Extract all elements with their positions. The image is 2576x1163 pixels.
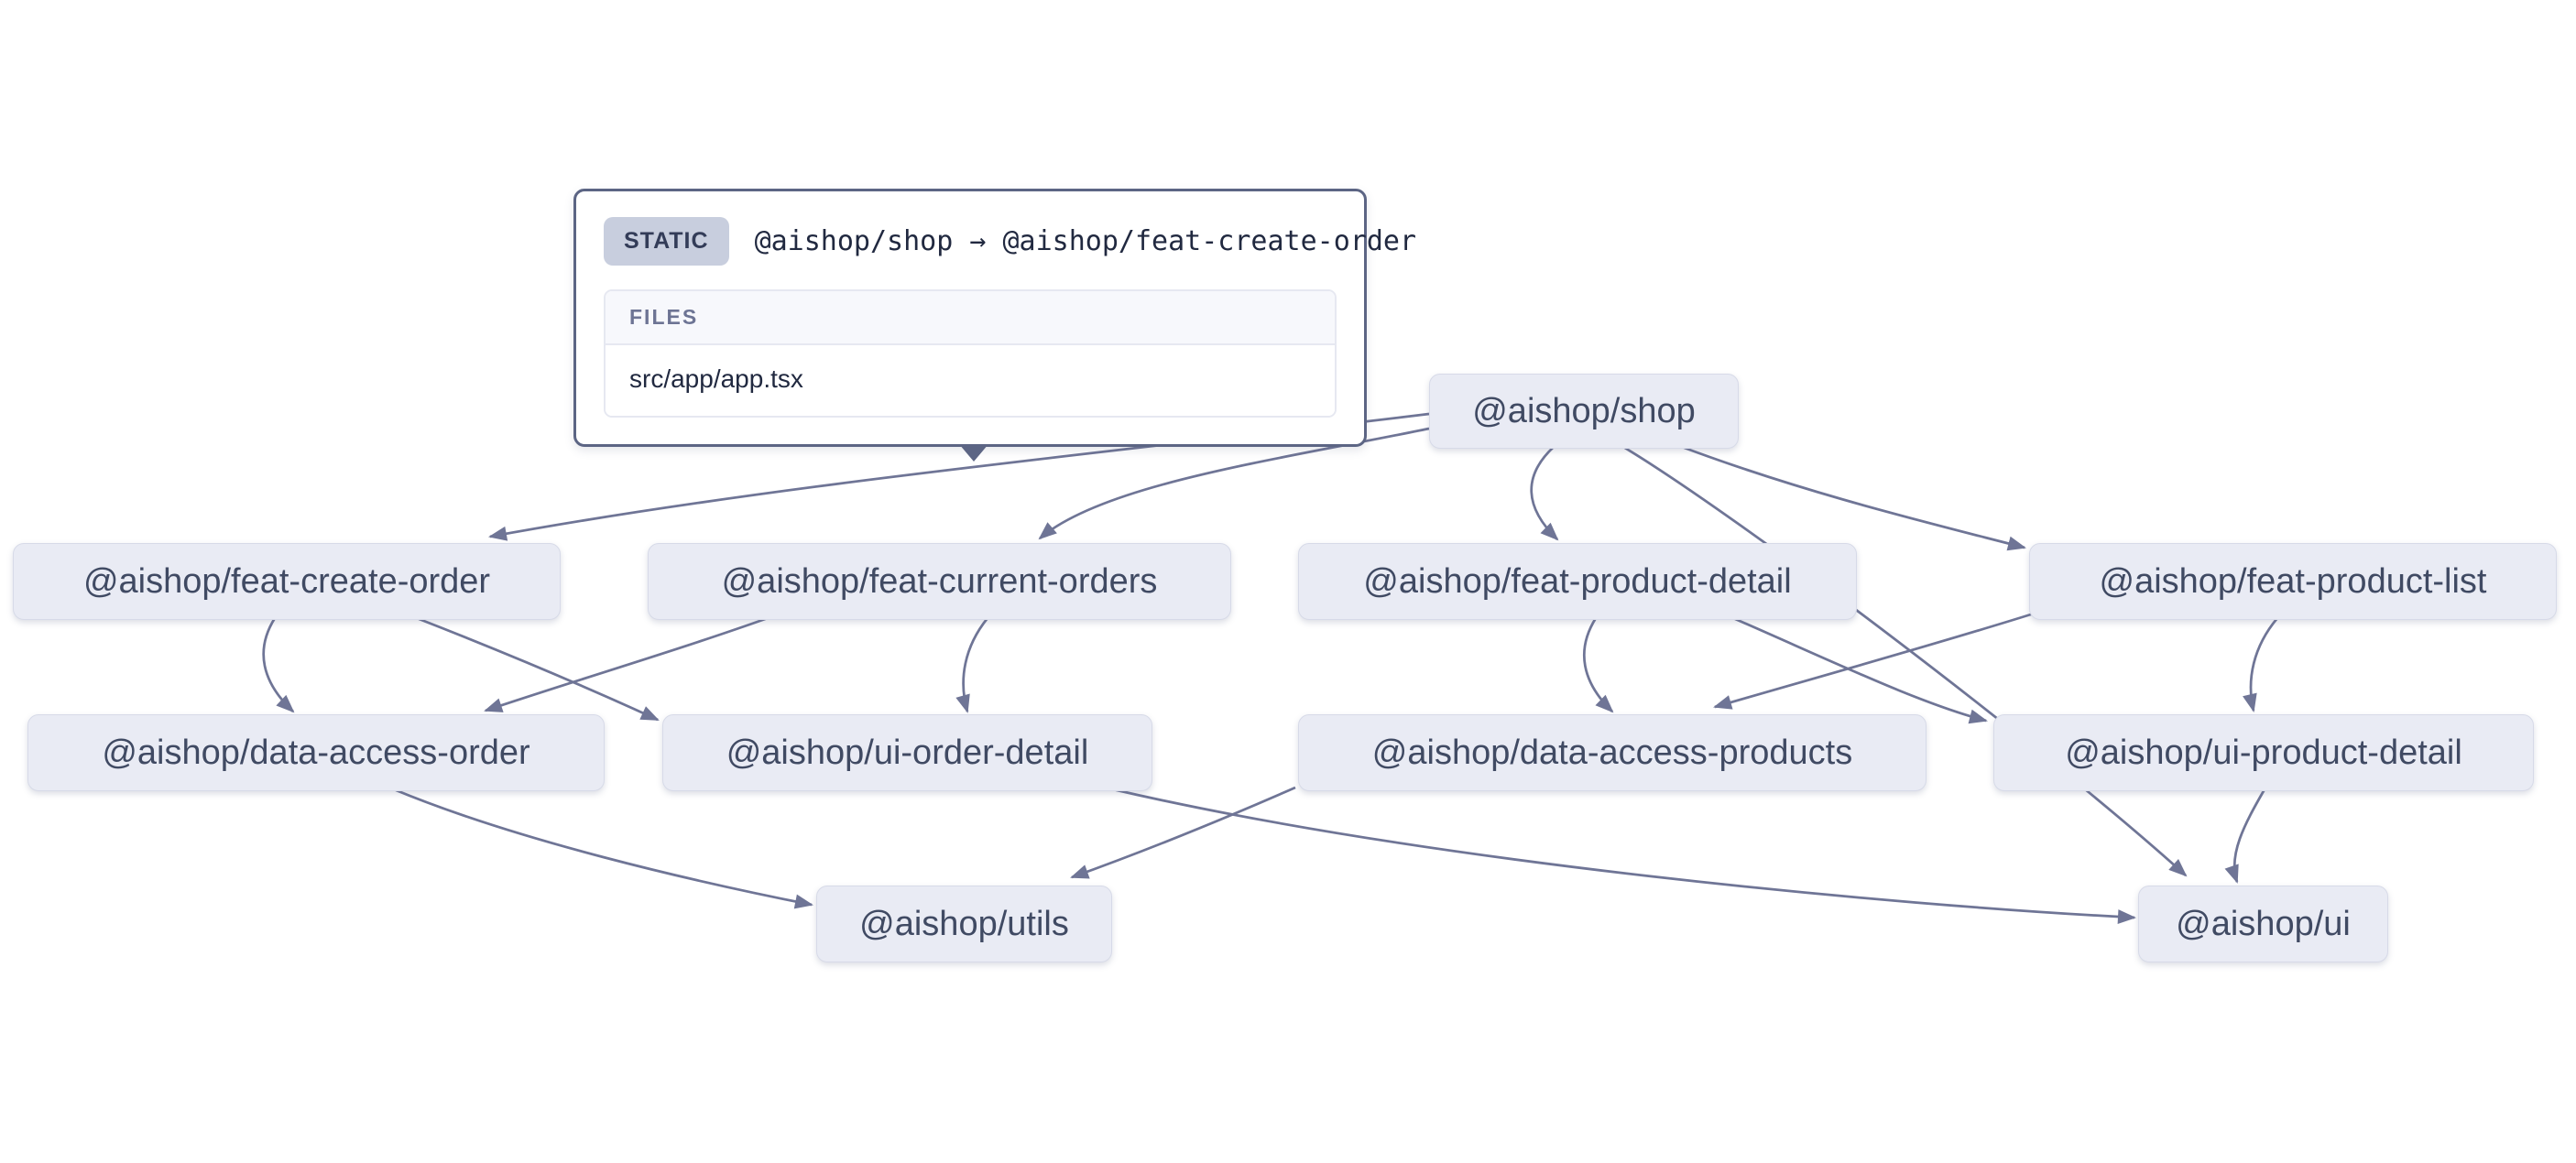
files-section-label: FILES: [606, 291, 1335, 345]
node-utils[interactable]: @aishop/utils: [816, 886, 1112, 962]
node-shop[interactable]: @aishop/shop: [1429, 374, 1739, 449]
edge-feat-current-orders-to-ui-order-detail[interactable]: [955, 617, 989, 713]
node-ui[interactable]: @aishop/ui: [2138, 886, 2388, 962]
edge-feat-create-order-to-data-access-order[interactable]: [262, 617, 295, 713]
edge-ui-product-detail-to-ui[interactable]: [2224, 788, 2266, 884]
edge-tooltip: STATIC @aishop/shop → @aishop/feat-creat…: [573, 189, 1416, 462]
node-ui-order-detail[interactable]: @aishop/ui-order-detail: [662, 714, 1152, 791]
edge-feat-create-order-to-ui-order-detail[interactable]: [416, 616, 660, 722]
files-list: src/app/app.tsx: [606, 345, 1335, 416]
node-data-access-order[interactable]: @aishop/data-access-order: [27, 714, 605, 791]
files-box: FILES src/app/app.tsx: [604, 289, 1337, 418]
edge-feat-product-detail-to-data-access-products[interactable]: [1583, 617, 1614, 713]
edge-feat-product-detail-to-ui-product-detail[interactable]: [1732, 616, 1988, 724]
edge-feat-product-list-to-data-access-products[interactable]: [1713, 612, 2035, 710]
edge-tooltip-header: STATIC @aishop/shop → @aishop/feat-creat…: [604, 217, 1416, 266]
edge-data-access-order-to-utils[interactable]: [393, 788, 813, 909]
node-feat-create-order[interactable]: @aishop/feat-create-order: [13, 543, 561, 620]
edge-shop-to-feat-product-detail[interactable]: [1530, 445, 1559, 541]
edge-tooltip-title: @aishop/shop → @aishop/feat-create-order: [754, 225, 1417, 257]
edge-type-badge: STATIC: [604, 217, 729, 266]
edge-shop-to-ui[interactable]: [1622, 445, 2188, 877]
edge-shop-to-feat-product-list[interactable]: [1681, 445, 2026, 551]
tooltip-arrow-icon: [959, 444, 988, 462]
node-feat-product-list[interactable]: @aishop/feat-product-list: [2029, 543, 2557, 620]
edge-ui-order-detail-to-ui[interactable]: [1112, 788, 2136, 925]
node-data-access-products[interactable]: @aishop/data-access-products: [1298, 714, 1927, 791]
edge-feat-current-orders-to-data-access-order[interactable]: [484, 616, 769, 712]
node-feat-product-detail[interactable]: @aishop/feat-product-detail: [1298, 543, 1857, 620]
edge-feat-product-list-to-ui-product-detail[interactable]: [2243, 617, 2279, 712]
edge-shop-to-feat-current-orders[interactable]: [1038, 427, 1430, 540]
node-ui-product-detail[interactable]: @aishop/ui-product-detail: [1993, 714, 2534, 791]
file-row: src/app/app.tsx: [606, 345, 1335, 416]
edge-data-access-products-to-utils[interactable]: [1070, 786, 1296, 879]
node-feat-current-orders[interactable]: @aishop/feat-current-orders: [648, 543, 1231, 620]
